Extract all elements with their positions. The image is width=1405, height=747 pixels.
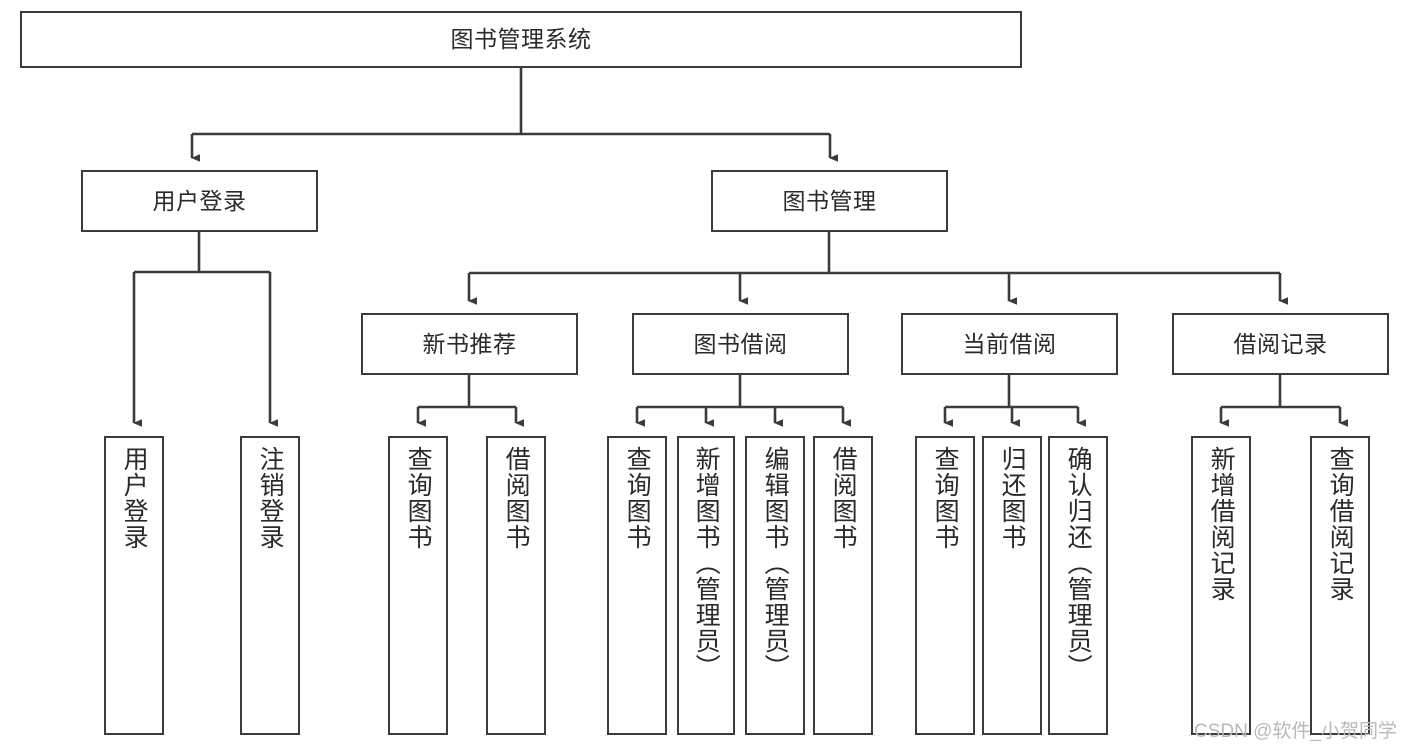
node-leaf-edit-book-label: 编辑图书（管理员）	[761, 446, 790, 680]
node-leaf-add-record-label: 新增借阅记录	[1207, 446, 1236, 602]
node-leaf-user-logout-label: 注销登录	[256, 446, 285, 550]
node-leaf-query-book-2[interactable]: 查询图书	[607, 436, 667, 735]
node-leaf-borrow-book-2[interactable]: 借阅图书	[813, 436, 873, 735]
node-borrow-record[interactable]: 借阅记录	[1172, 313, 1389, 375]
node-root-label: 图书管理系统	[450, 26, 592, 53]
node-leaf-query-book-1-label: 查询图书	[404, 446, 433, 550]
node-leaf-query-record-label: 查询借阅记录	[1326, 446, 1355, 602]
node-leaf-borrow-book-2-label: 借阅图书	[829, 446, 858, 550]
node-book-borrow[interactable]: 图书借阅	[632, 313, 849, 375]
node-current-borrow-label: 当前借阅	[962, 330, 1057, 357]
node-leaf-add-book[interactable]: 新增图书（管理员）	[677, 436, 735, 735]
node-leaf-confirm-return-label: 确认归还（管理员）	[1064, 446, 1093, 680]
node-leaf-add-record[interactable]: 新增借阅记录	[1191, 436, 1251, 735]
node-leaf-user-login[interactable]: 用户登录	[104, 436, 164, 735]
node-leaf-confirm-return[interactable]: 确认归还（管理员）	[1048, 436, 1108, 735]
node-leaf-user-logout[interactable]: 注销登录	[240, 436, 300, 735]
node-user-login-label: 用户登录	[152, 187, 247, 214]
node-leaf-query-book-3-label: 查询图书	[931, 446, 960, 550]
node-root[interactable]: 图书管理系统	[20, 11, 1022, 68]
node-book-borrow-label: 图书借阅	[693, 330, 788, 357]
node-leaf-query-book-3[interactable]: 查询图书	[915, 436, 975, 735]
node-new-book-rec[interactable]: 新书推荐	[361, 313, 578, 375]
csdn-watermark: CSDN @软件_小贺同学	[1194, 721, 1397, 742]
node-leaf-query-book-2-label: 查询图书	[623, 446, 652, 550]
node-leaf-query-record[interactable]: 查询借阅记录	[1310, 436, 1370, 735]
node-leaf-query-book-1[interactable]: 查询图书	[388, 436, 448, 735]
node-leaf-borrow-book-1-label: 借阅图书	[502, 446, 531, 550]
node-borrow-record-label: 借阅记录	[1233, 330, 1328, 357]
node-current-borrow[interactable]: 当前借阅	[901, 313, 1118, 375]
node-leaf-borrow-book-1[interactable]: 借阅图书	[486, 436, 546, 735]
node-book-manage-label: 图书管理	[782, 187, 877, 214]
node-new-book-rec-label: 新书推荐	[422, 330, 517, 357]
node-leaf-return-book-label: 归还图书	[998, 446, 1027, 550]
node-leaf-add-book-label: 新增图书（管理员）	[692, 446, 721, 680]
node-leaf-user-login-label: 用户登录	[120, 446, 149, 550]
node-leaf-return-book[interactable]: 归还图书	[982, 436, 1042, 735]
node-user-login[interactable]: 用户登录	[81, 170, 318, 232]
node-book-manage[interactable]: 图书管理	[711, 170, 948, 232]
node-leaf-edit-book[interactable]: 编辑图书（管理员）	[745, 436, 805, 735]
